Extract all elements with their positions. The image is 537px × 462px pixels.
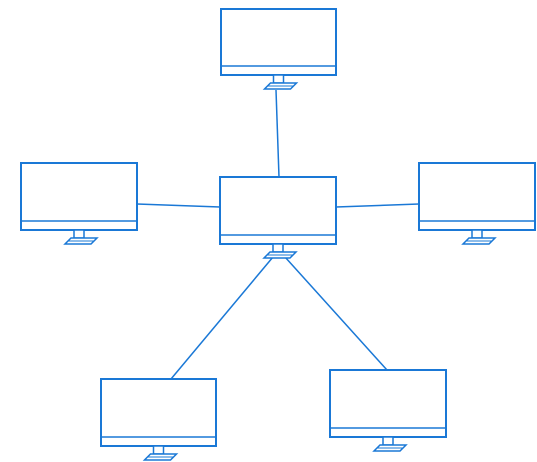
connection-hub-left <box>136 203 221 208</box>
monitor-stand-neck <box>471 229 483 239</box>
monitor-frame <box>418 162 536 231</box>
connections-layer <box>136 89 420 380</box>
monitor-left-icon <box>20 162 138 245</box>
connection-hub-bottom-right <box>284 256 388 371</box>
monitor-frame <box>329 369 447 438</box>
monitor-hub-icon <box>219 176 337 259</box>
monitor-bottom-left-icon <box>100 378 217 461</box>
monitor-stand-neck <box>272 243 284 253</box>
monitor-frame <box>220 8 337 76</box>
monitor-stand-neck <box>382 436 394 446</box>
monitor-frame <box>100 378 217 447</box>
connection-hub-top <box>275 89 280 178</box>
monitor-bottom-right-icon <box>329 369 447 452</box>
monitor-frame <box>219 176 337 245</box>
connection-hub-bottom-left <box>170 256 274 380</box>
monitor-stand-neck <box>272 74 285 84</box>
monitor-top-icon <box>220 8 337 90</box>
monitors-layer <box>20 8 536 461</box>
monitor-stand-neck <box>152 445 165 455</box>
monitor-right-icon <box>418 162 536 245</box>
monitor-stand-neck <box>73 229 85 239</box>
monitor-frame <box>20 162 138 231</box>
connection-hub-right <box>335 203 420 208</box>
